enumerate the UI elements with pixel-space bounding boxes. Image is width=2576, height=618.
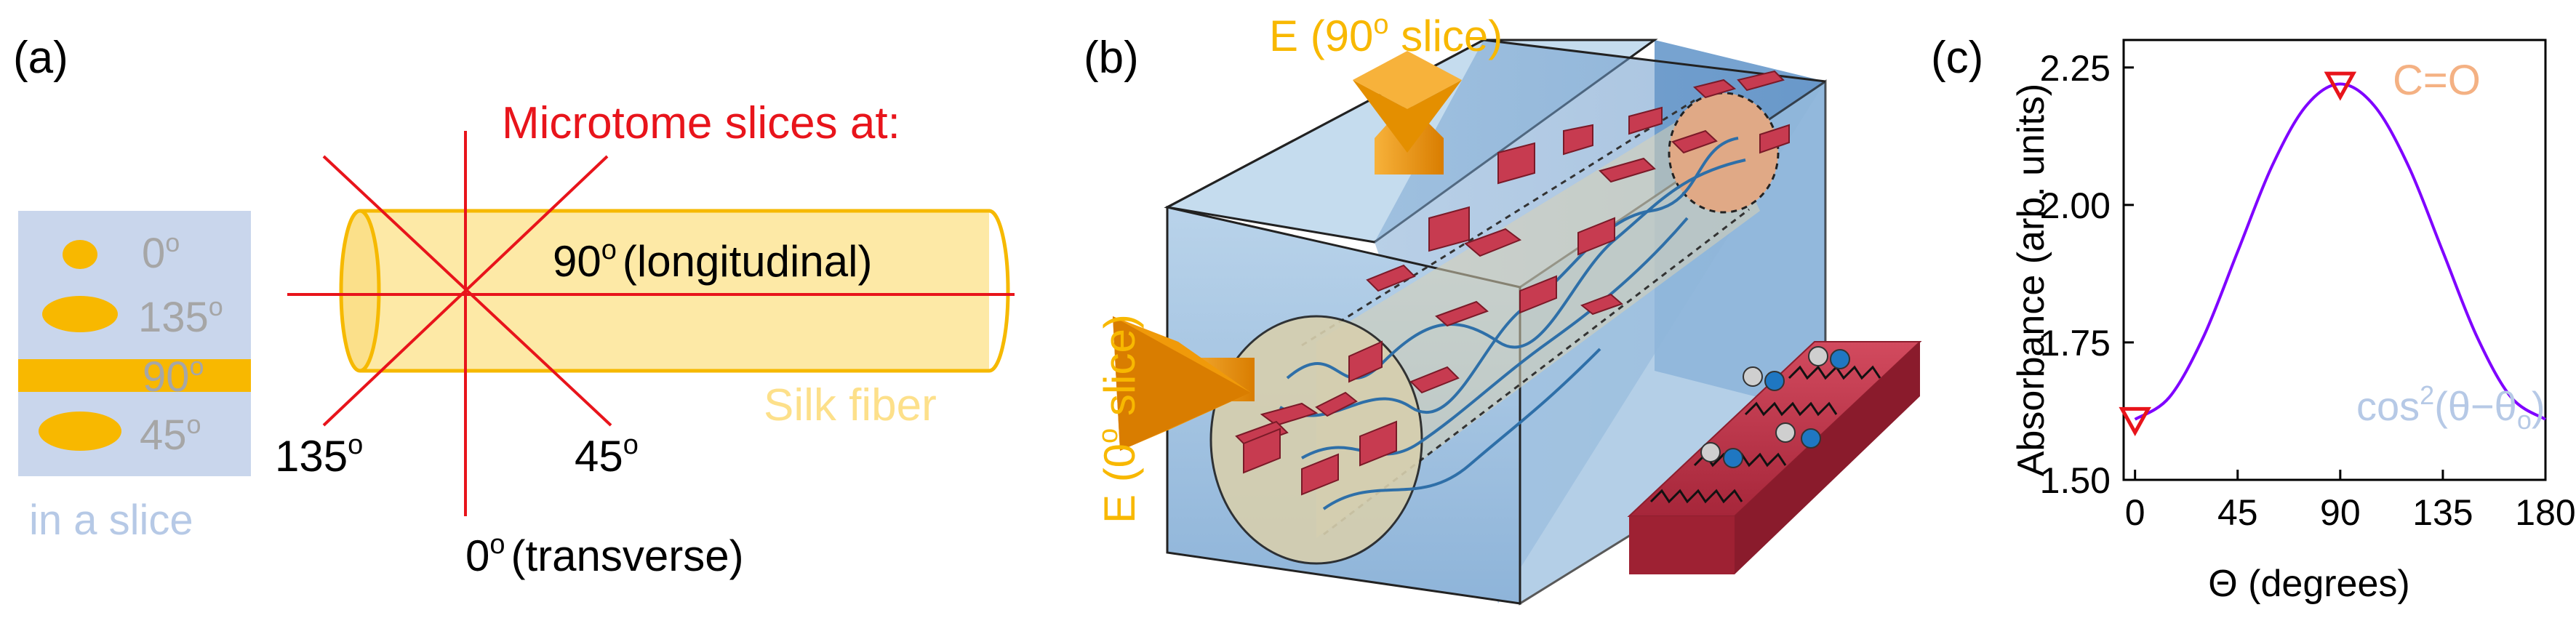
molecular-slab	[1627, 341, 1922, 574]
slice-label-0: 0o	[142, 228, 180, 277]
data-marker	[2324, 71, 2357, 101]
slice-label-135: 135o	[138, 292, 223, 341]
e-label-left: E (0o slice)	[1093, 314, 1144, 523]
x-axis-label: Θ (degrees)	[2208, 563, 2409, 605]
data-marker	[2119, 406, 2151, 436]
absorbance-curve	[2134, 82, 2547, 421]
x-tick-label: 90	[2320, 492, 2361, 533]
e-field-arrow-left	[1113, 316, 1255, 451]
panel-a: (a) 0o 135o 90o 45o in a slice	[13, 33, 1015, 580]
slice-label-90: 90o	[143, 351, 204, 401]
chart-axes	[2122, 39, 2547, 481]
panel-c-label: (c)	[1931, 33, 1983, 83]
y-tick-label: 1.50	[2040, 460, 2111, 501]
chart-ticks: 0 45 90 135 180 1.50 1.75 2.00 2.25	[2040, 48, 2576, 533]
label-45: 45o	[575, 430, 639, 481]
peak-annotation: C=O	[2393, 57, 2481, 104]
slice-shape-45	[39, 412, 121, 451]
slice-caption: in a slice	[29, 497, 193, 544]
x-tick-label: 0	[2125, 492, 2145, 533]
slice-shape-0	[63, 240, 97, 269]
label-135: 135o	[275, 430, 363, 481]
beta-sheet-platelets	[1235, 70, 1790, 496]
y-tick-label: 2.25	[2040, 48, 2111, 89]
panel-c: (c) Absorbance (arb. units) Θ (degrees) …	[1931, 33, 2576, 605]
e-label-top: E (90o slice)	[1269, 9, 1503, 60]
y-tick-label: 1.75	[2040, 323, 2111, 364]
slice-shape-90	[18, 359, 251, 392]
slice-shape-box: 0o 135o 90o 45o in a slice	[18, 211, 251, 544]
panel-a-label: (a)	[13, 33, 68, 83]
fit-annotation: cos2(θ−θo)	[2356, 380, 2545, 435]
cylinder-back-end	[1668, 92, 1780, 214]
panel-b-label: (b)	[1084, 33, 1139, 83]
microtome-heading: Microtome slices at:	[502, 98, 900, 148]
slice-line-135	[322, 155, 609, 427]
label-0-transverse: 0o(transverse)	[465, 529, 744, 580]
label-90-longitudinal: 90o(longitudinal)	[553, 235, 872, 286]
x-tick-label: 135	[2412, 492, 2473, 533]
slice-shape-135	[42, 296, 118, 332]
slice-label-45: 45o	[140, 409, 201, 459]
chart-markers	[2119, 71, 2357, 436]
x-tick-label: 45	[2217, 492, 2258, 533]
e-field-arrow-top	[1353, 51, 1462, 174]
fiber-label: Silk fiber	[764, 380, 937, 430]
panel-b: (b)	[1084, 9, 1922, 606]
plot-frame	[2122, 39, 2547, 481]
carbonyl-groups	[1700, 346, 1850, 468]
x-tick-label: 180	[2515, 492, 2575, 533]
silk-fiber	[339, 209, 1010, 373]
y-axis-label: Absorbance (arb. units)	[2010, 84, 2052, 477]
y-tick-label: 2.00	[2040, 185, 2111, 226]
slice-lines	[287, 131, 1015, 516]
